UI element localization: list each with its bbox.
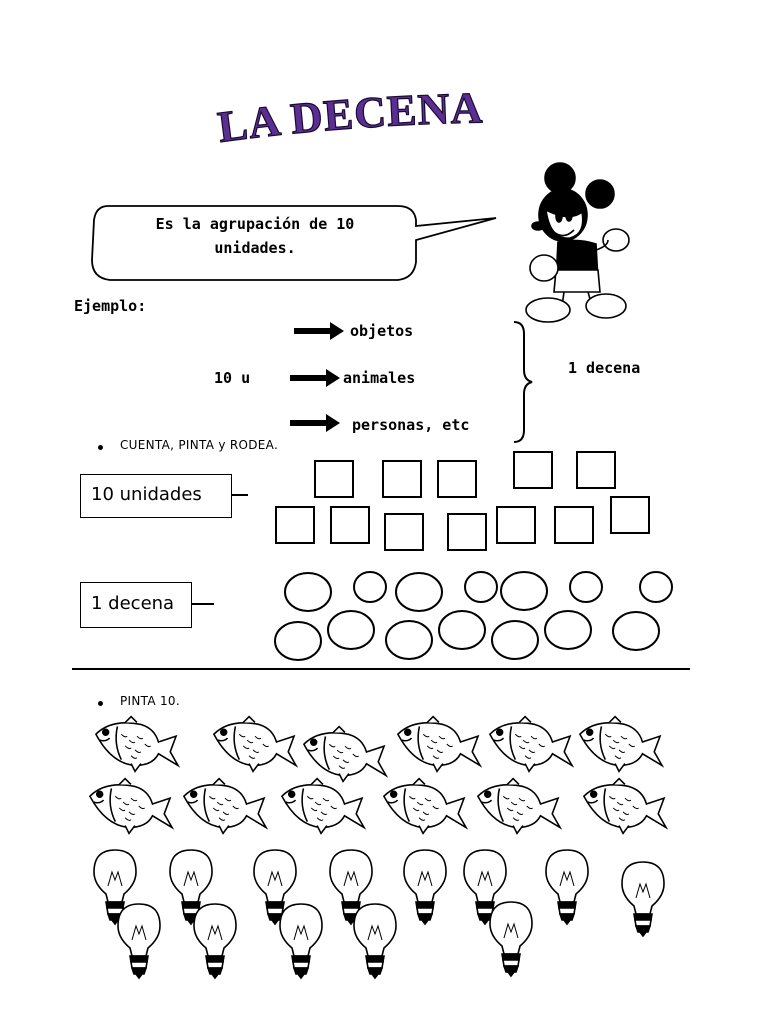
bullet (98, 445, 103, 450)
square-shape[interactable] (275, 506, 315, 544)
square-shape[interactable] (382, 460, 422, 498)
light-bulb-icon[interactable] (486, 898, 536, 978)
curly-brace-icon (513, 321, 533, 443)
light-bulb-icon[interactable] (400, 846, 450, 926)
square-shape[interactable] (330, 506, 370, 544)
square-shape[interactable] (314, 460, 354, 498)
arrow-right-icon (294, 322, 344, 340)
example-item-objects: objetos (350, 322, 414, 340)
square-shape[interactable] (496, 506, 536, 544)
connector-line (192, 603, 214, 605)
example-label: Ejemplo: (74, 297, 147, 315)
light-bulb-icon[interactable] (542, 846, 592, 926)
square-shape[interactable] (610, 496, 650, 534)
square-shape[interactable] (447, 513, 487, 551)
circle-shape (274, 621, 322, 661)
circle-shape (612, 611, 660, 651)
mickey-mouse-illustration (525, 162, 630, 323)
circle-shape (438, 610, 486, 650)
connector-line (232, 494, 248, 496)
fish-icon[interactable] (278, 776, 366, 836)
fish-icon[interactable] (180, 776, 268, 836)
page-title: LA DECENA (200, 83, 540, 162)
bubble-text: Es la agrupación de 10 unidades. (155, 215, 355, 257)
fish-icon[interactable] (86, 776, 174, 836)
fish-icon[interactable] (576, 714, 664, 774)
circle-shape (464, 571, 498, 603)
circle-shape (284, 572, 332, 612)
circle-shape (353, 571, 387, 603)
title-text: LA DECENA (214, 83, 483, 153)
fish-icon[interactable] (474, 776, 562, 836)
light-bulb-icon[interactable] (618, 858, 668, 938)
circle-shape (639, 571, 673, 603)
bullet (98, 701, 103, 706)
square-shape[interactable] (554, 506, 594, 544)
fish-icon[interactable] (92, 714, 180, 774)
fish-icon[interactable] (300, 724, 388, 784)
section-divider (72, 668, 690, 670)
fish-icon[interactable] (380, 776, 468, 836)
example-item-animals: animales (343, 369, 416, 387)
example-result: 1 decena (568, 359, 641, 377)
instruction-count-paint-circle: CUENTA, PINTA y RODEA. (120, 438, 279, 452)
example-left-value: 10 u (214, 369, 251, 387)
circle-shape (544, 610, 592, 650)
square-shape[interactable] (384, 513, 424, 551)
circle-shape (327, 610, 375, 650)
circle-shape (385, 620, 433, 660)
circles-group (274, 571, 673, 661)
square-shape[interactable] (437, 460, 477, 498)
instruction-paint-ten: PINTA 10. (120, 694, 180, 708)
example-item-people: personas, etc (352, 416, 470, 434)
light-bulb-icon[interactable] (276, 900, 326, 980)
square-shape[interactable] (576, 451, 616, 489)
square-shape[interactable] (513, 451, 553, 489)
fish-icon[interactable] (210, 714, 298, 774)
label-ten-units: 10 unidades (80, 474, 232, 518)
fish-icon[interactable] (580, 776, 668, 836)
fish-icon[interactable] (394, 714, 482, 774)
label-one-ten: 1 decena (80, 582, 192, 628)
arrow-right-icon (290, 414, 340, 432)
circle-shape (395, 572, 443, 612)
svg-text:LA DECENA: LA DECENA (215, 83, 484, 152)
light-bulb-icon[interactable] (350, 900, 400, 980)
circle-shape (569, 571, 603, 603)
circle-shape (500, 571, 548, 611)
circle-shape (491, 620, 539, 660)
fish-icon[interactable] (486, 714, 574, 774)
arrow-right-icon (290, 369, 340, 387)
light-bulb-icon[interactable] (190, 900, 240, 980)
light-bulb-icon[interactable] (114, 900, 164, 980)
speech-bubble (91, 205, 497, 281)
